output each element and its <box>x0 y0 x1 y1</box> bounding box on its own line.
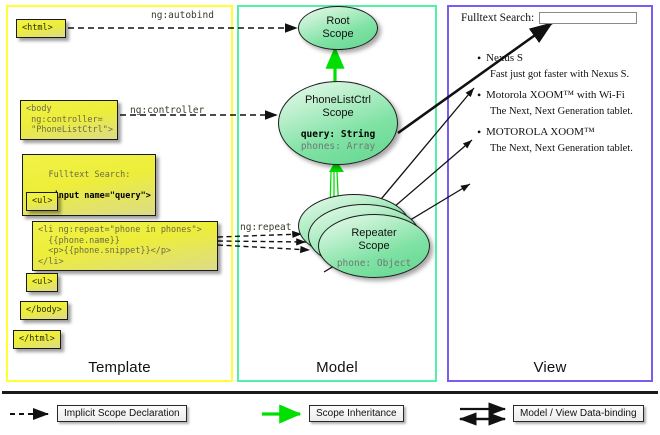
scope-phonelistctrl-title-line2: Scope <box>322 107 354 119</box>
scope-root: Root Scope <box>298 6 378 50</box>
scope-repeater: Repeater Scope phone: Object <box>318 214 430 278</box>
bullet-icon: • <box>477 125 482 139</box>
edge-label-ng-controller: ng:controller <box>130 105 205 116</box>
legend-label-implicit-scope: Implicit Scope Declaration <box>57 405 187 422</box>
column-model: Model <box>237 5 437 382</box>
edge-ng-repeat <box>217 230 311 254</box>
column-label-template: Template <box>88 359 151 376</box>
scope-root-title-line1: Root <box>326 15 350 27</box>
bullet-icon: • <box>477 51 482 65</box>
code-box-html-close: </html> <box>13 330 61 349</box>
legend-label-data-binding: Model / View Data-binding <box>513 405 644 422</box>
code-box-li-repeat: <li ng:repeat="phone in phones"> {{phone… <box>32 221 218 271</box>
list-item: • Nexus S Fast just got faster with Nexu… <box>455 52 647 80</box>
code-box-body-open: <body ng:controller= "PhoneListCtrl"> <box>20 100 118 140</box>
legend-glyph-databinding <box>458 402 507 426</box>
scope-repeater-prop-phone: phone: Object <box>336 258 412 269</box>
legend-divider <box>2 391 658 394</box>
list-item-title-row: • Motorola XOOM™ with Wi-Fi <box>477 89 647 101</box>
code-box-ul-open: <ul> <box>26 192 58 211</box>
view-search-input[interactable] <box>539 12 638 24</box>
list-item-name: MOTOROLA XOOM™ <box>486 126 595 138</box>
code-box-body-close: </body> <box>20 301 68 320</box>
scope-phonelistctrl: PhoneListCtrl Scope query: String phones… <box>278 81 398 165</box>
list-item-title-row: • Nexus S <box>477 52 647 64</box>
column-label-view: View <box>533 359 567 376</box>
list-item-title-row: • MOTOROLA XOOM™ <box>477 126 647 138</box>
view-panel: Fulltext Search: • Nexus S Fast just got… <box>455 12 647 163</box>
bullet-icon: • <box>477 88 482 102</box>
column-label-model: Model <box>316 359 358 376</box>
list-item-name: Nexus S <box>486 52 523 64</box>
view-phone-list: • Nexus S Fast just got faster with Nexu… <box>455 52 647 154</box>
code-box-ul-close: <ul> <box>26 273 58 292</box>
scope-repeater-title-line2: Scope <box>358 240 390 252</box>
list-item: • Motorola XOOM™ with Wi-Fi The Next, Ne… <box>455 89 647 117</box>
list-item-snippet: Fast just got faster with Nexus S. <box>490 69 630 80</box>
scope-root-title-line2: Scope <box>322 28 354 40</box>
code-box-fulltext-search-input-code: <input name="query"> <box>48 190 151 201</box>
scope-phonelistctrl-title-line1: PhoneListCtrl <box>304 94 372 106</box>
list-item-name: Motorola XOOM™ with Wi-Fi <box>486 89 625 101</box>
list-item: • MOTOROLA XOOM™ The Next, Next Generati… <box>455 126 647 154</box>
edge-label-ng-repeat: ng:repeat <box>240 222 292 233</box>
view-search-row: Fulltext Search: <box>461 12 647 24</box>
view-search-label: Fulltext Search: <box>461 12 535 24</box>
code-box-fulltext-search-label: Fulltext Search: <box>48 169 131 180</box>
scope-phonelistctrl-prop-phones: phones: Array <box>300 141 376 152</box>
legend-label-scope-inheritance: Scope Inheritance <box>309 405 404 422</box>
list-item-snippet: The Next, Next Generation tablet. <box>490 143 633 154</box>
scope-phonelistctrl-prop-query: query: String <box>300 129 376 140</box>
scope-repeater-title-line1: Repeater <box>351 227 397 239</box>
column-view: View <box>447 5 653 382</box>
edge-databinding-query <box>397 21 554 135</box>
list-item-snippet: The Next, Next Generation tablet. <box>490 106 633 117</box>
edge-label-ng-autobind: ng:autobind <box>151 10 214 21</box>
code-box-html-open: <html> <box>16 19 66 38</box>
